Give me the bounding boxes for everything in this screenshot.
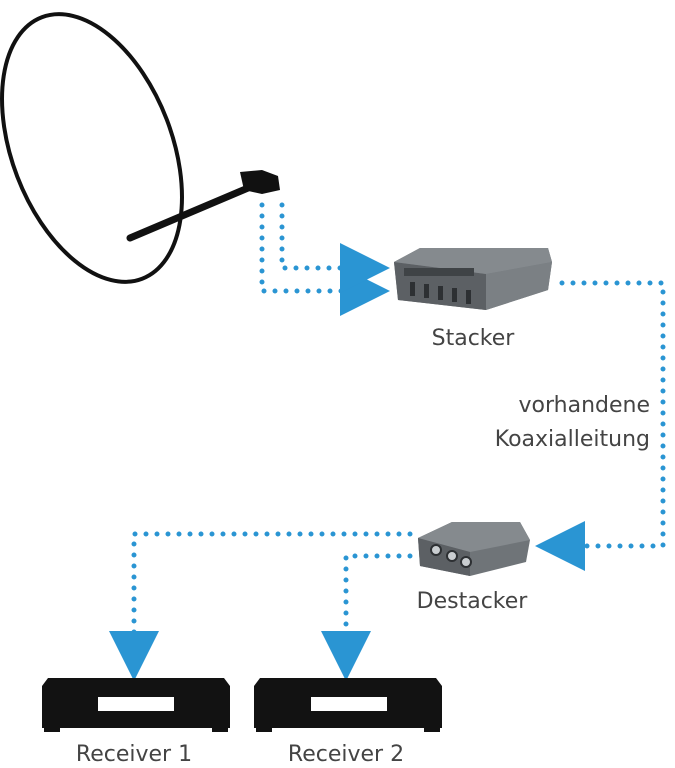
receiver-2-box-icon <box>254 678 442 732</box>
destacker-device-icon <box>418 522 530 576</box>
satellite-dish-icon <box>0 12 280 284</box>
stacker-device-icon <box>394 248 552 310</box>
cable-label-line-1: vorhandene <box>519 393 650 418</box>
destacker-label: Destacker <box>417 589 529 614</box>
coax-cable-line <box>535 280 666 571</box>
dish-to-stacker-lines <box>259 202 390 316</box>
destacker-to-receivers-lines <box>109 531 413 681</box>
receiver-2-label: Receiver 2 <box>288 742 404 767</box>
stacker-label: Stacker <box>432 326 516 351</box>
cable-label-line-2: Koaxialleitung <box>495 427 650 452</box>
receiver-1-label: Receiver 1 <box>76 742 192 767</box>
receiver-1-box-icon <box>42 678 230 732</box>
